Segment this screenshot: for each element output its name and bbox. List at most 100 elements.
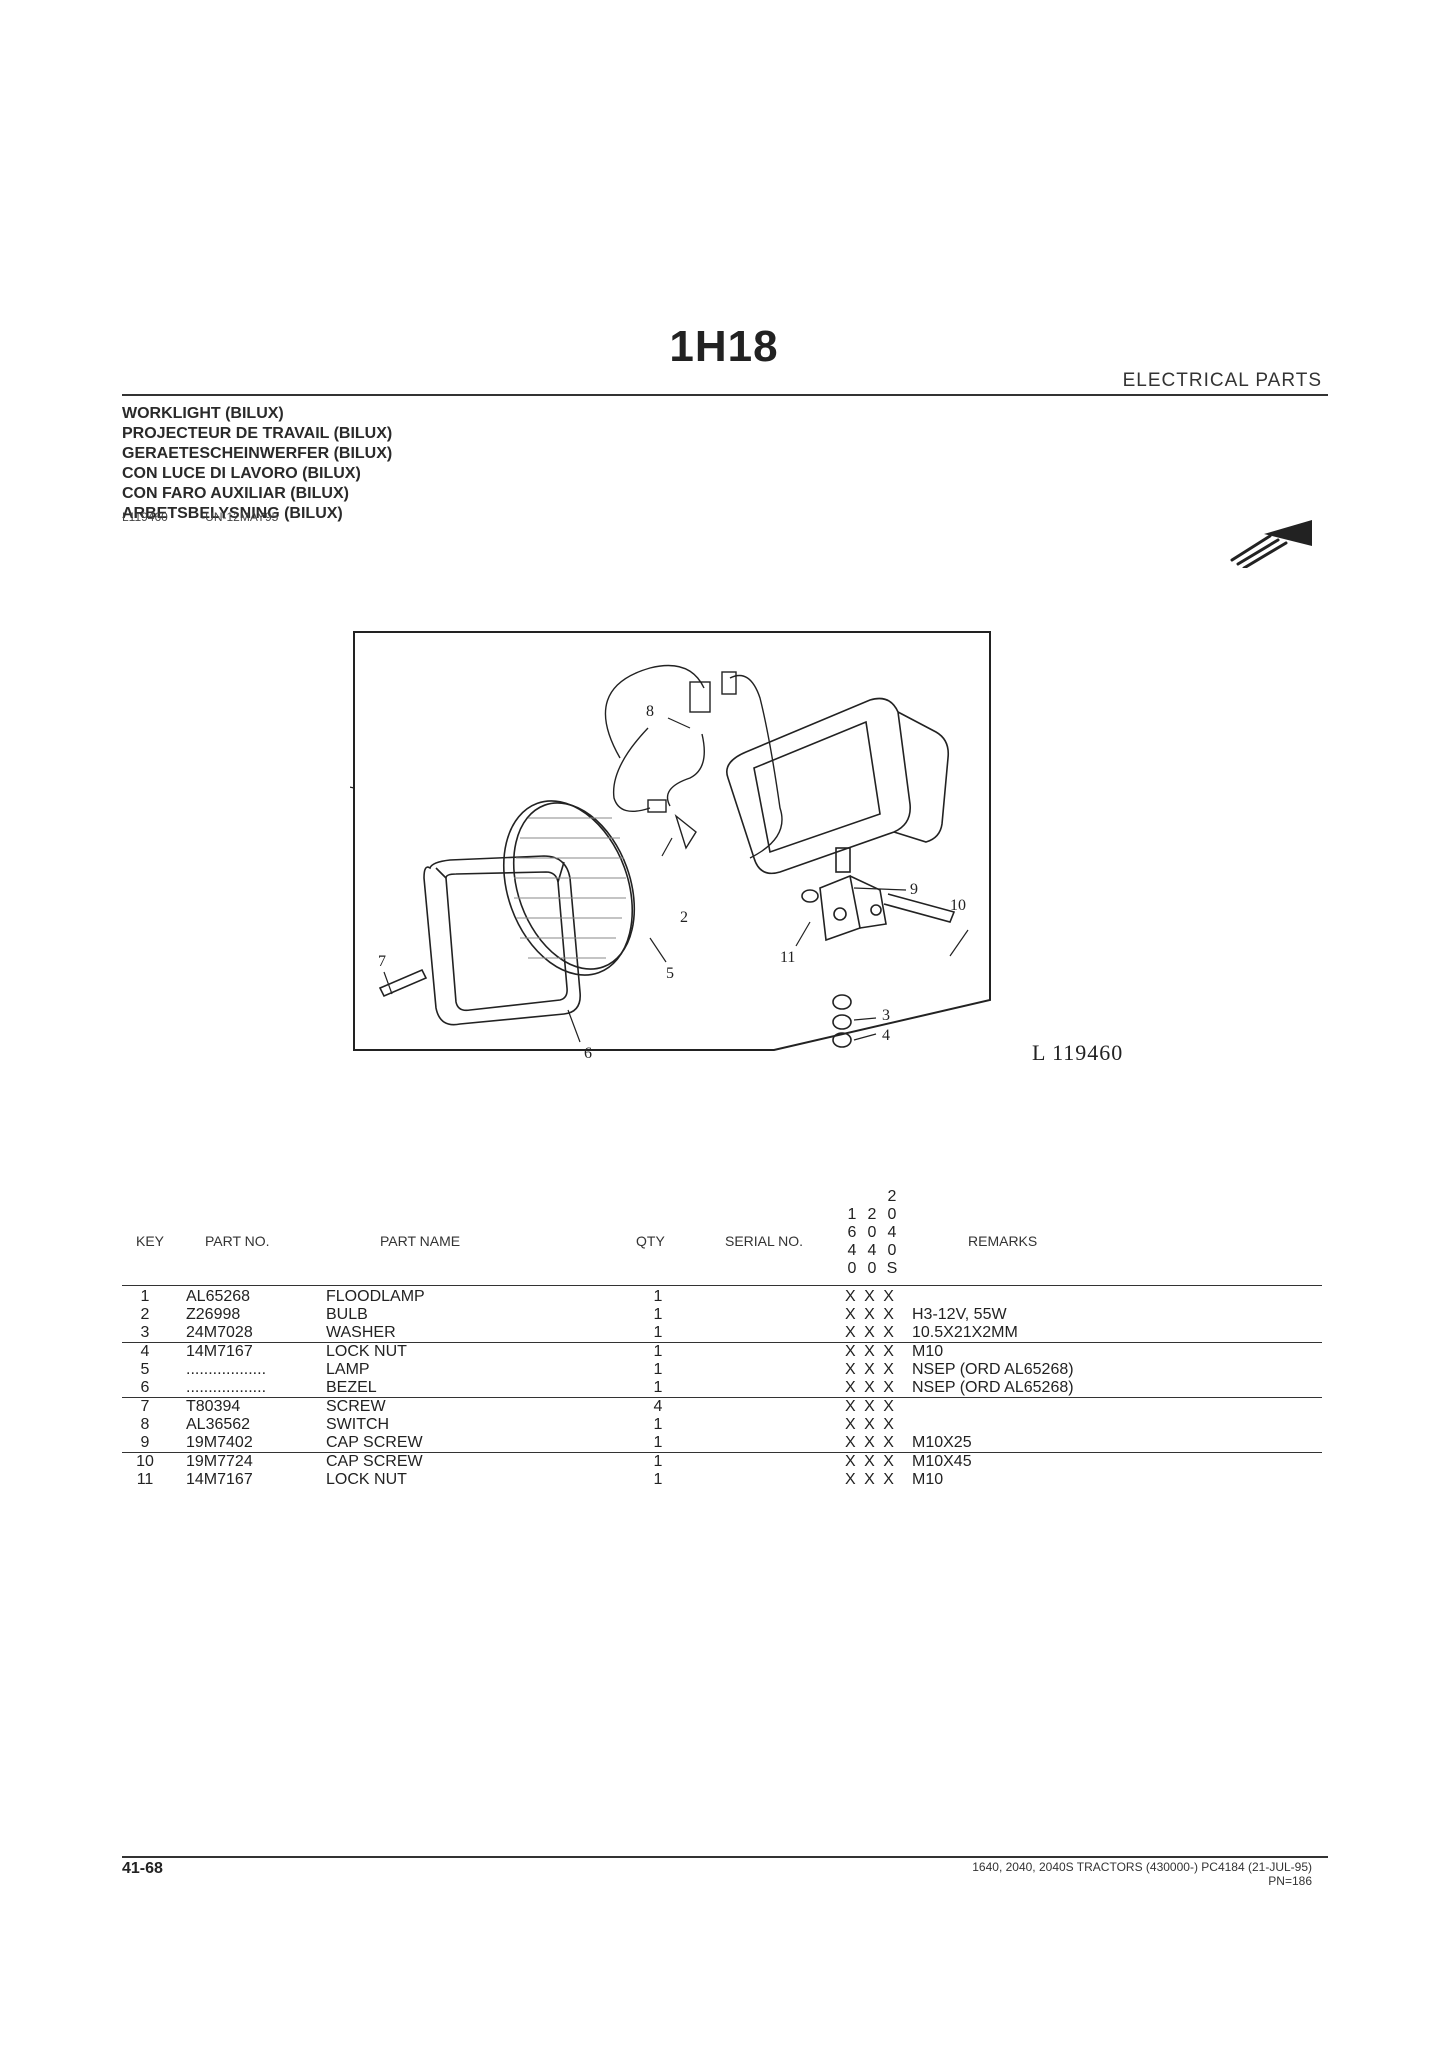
callout-3: 3 (882, 1007, 890, 1024)
row-part-name: CAP SCREW (326, 1453, 423, 1470)
group-rule (122, 1342, 1322, 1343)
callout-7: 7 (378, 953, 386, 970)
row-qty: 1 (653, 1379, 663, 1396)
table-row: 6 .................. BEZEL 1 X X X NSEP … (0, 1379, 1448, 1397)
direction-arrow-icon (1230, 520, 1312, 568)
bezel-part (423, 855, 581, 1026)
title-line-it: CON LUCE DI LAVORO (BILUX) (122, 465, 361, 482)
group-rule (122, 1397, 1322, 1398)
serial-col-a-4: 0 (847, 1260, 857, 1277)
row-serial-marks: X X X (845, 1416, 896, 1433)
row-remarks: M10X45 (912, 1453, 972, 1470)
row-part-no: AL65268 (186, 1288, 251, 1305)
row-key: 7 (140, 1398, 150, 1415)
row-key: 10 (136, 1453, 154, 1470)
row-qty: 1 (653, 1416, 663, 1433)
row-part-name: FLOODLAMP (326, 1288, 425, 1305)
row-qty: 4 (653, 1398, 663, 1415)
row-key: 4 (140, 1343, 150, 1360)
row-key: 1 (140, 1288, 150, 1305)
col-header-serial-no: SERIAL NO. (725, 1233, 804, 1249)
lamp-lens-part (502, 800, 636, 976)
serial-col-c-4: 0 (887, 1242, 897, 1259)
row-remarks: M10 (912, 1343, 944, 1360)
serial-col-c-1: 2 (887, 1188, 897, 1205)
serial-col-c-2: 0 (887, 1206, 897, 1223)
row-part-name: SWITCH (326, 1416, 390, 1433)
exploded-illustration: 1 2 3 4 5 6 7 8 9 10 11 (350, 631, 991, 1062)
title-block: WORKLIGHT (BILUX) PROJECTEUR DE TRAVAIL … (122, 404, 392, 524)
row-part-name: LAMP (326, 1361, 370, 1378)
group-rule (122, 1452, 1322, 1453)
table-row: 11 14M7167 LOCK NUT 1 X X X M10 (0, 1471, 1448, 1489)
title-line-de: GERAETESCHEINWERFER (BILUX) (122, 445, 393, 462)
header-rule (122, 394, 1328, 396)
title-line-sv: ARBETSBELYSNING (BILUX) (122, 505, 343, 522)
serial-col-a-3: 4 (847, 1242, 857, 1259)
callout-5: 5 (666, 965, 674, 982)
row-serial-marks: X X X (845, 1453, 896, 1470)
reference-illustration-id: L119460 (122, 510, 168, 524)
title-line-es: CON FARO AUXILIAR (BILUX) (122, 485, 349, 502)
row-serial-marks: X X X (845, 1398, 896, 1415)
row-part-no: AL36562 (186, 1416, 251, 1433)
row-part-no: .................. (186, 1379, 267, 1396)
row-qty: 1 (653, 1434, 663, 1451)
col-header-part-name: PART NAME (380, 1233, 461, 1249)
row-part-no: 24M7028 (186, 1324, 253, 1341)
row-key: 8 (140, 1416, 150, 1433)
serial-col-c-3: 4 (887, 1224, 897, 1241)
table-row: 9 19M7402 CAP SCREW 1 X X X M10X25 (0, 1434, 1448, 1452)
section-title: ELECTRICAL PARTS (1122, 370, 1322, 391)
row-serial-marks: X X X (845, 1361, 896, 1378)
row-part-name: SCREW (326, 1398, 386, 1415)
page-code: 1H18 (669, 322, 779, 371)
row-serial-marks: X X X (845, 1288, 896, 1305)
row-part-no: 14M7167 (186, 1471, 253, 1488)
table-row: 7 T80394 SCREW 4 X X X (0, 1398, 1448, 1416)
table-row: 8 AL36562 SWITCH 1 X X X (0, 1416, 1448, 1434)
title-line-en: WORKLIGHT (BILUX) (122, 405, 284, 422)
title-line-fr: PROJECTEUR DE TRAVAIL (BILUX) (122, 425, 393, 442)
table-row: 2 Z26998 BULB 1 X X X H3-12V, 55W (0, 1306, 1448, 1324)
illustration-reference: L 119460 (1032, 1040, 1124, 1065)
row-serial-marks: X X X (845, 1471, 896, 1488)
row-qty: 1 (653, 1471, 663, 1488)
col-header-remarks: REMARKS (968, 1233, 1038, 1249)
row-part-name: CAP SCREW (326, 1434, 423, 1451)
serial-col-c-5: S (886, 1260, 898, 1277)
row-part-name: LOCK NUT (326, 1471, 407, 1488)
row-part-no: .................. (186, 1361, 267, 1378)
row-part-no: 19M7724 (186, 1453, 253, 1470)
row-qty: 1 (653, 1288, 663, 1305)
callout-9: 9 (910, 881, 918, 898)
callout-6: 6 (584, 1045, 592, 1062)
row-qty: 1 (653, 1343, 663, 1360)
footer-page-number: 41-68 (122, 1860, 163, 1877)
serial-col-b-4: 0 (867, 1260, 877, 1277)
row-part-name: BEZEL (326, 1379, 377, 1396)
row-key: 9 (140, 1434, 150, 1451)
row-key: 11 (136, 1471, 154, 1488)
footer-model-info: 1640, 2040, 2040S TRACTORS (430000-) PC4… (972, 1860, 1312, 1888)
callout-2: 2 (680, 909, 688, 926)
callout-8: 8 (646, 703, 654, 720)
row-qty: 1 (653, 1361, 663, 1378)
row-serial-marks: X X X (845, 1434, 896, 1451)
row-remarks: M10 (912, 1471, 944, 1488)
callout-4: 4 (882, 1027, 890, 1044)
row-qty: 1 (653, 1306, 663, 1323)
table-row: 10 19M7724 CAP SCREW 1 X X X M10X45 (0, 1453, 1448, 1471)
reference-code: -UN-12MAY95 (201, 510, 279, 524)
table-row: 3 24M7028 WASHER 1 X X X 10.5X21X2MM (0, 1324, 1448, 1342)
table-row: 1 AL65268 FLOODLAMP 1 X X X (0, 1288, 1448, 1306)
table-row: 4 14M7167 LOCK NUT 1 X X X M10 (0, 1343, 1448, 1361)
row-remarks: NSEP (ORD AL65268) (912, 1379, 1074, 1396)
col-header-qty: QTY (636, 1233, 665, 1249)
row-qty: 1 (653, 1324, 663, 1341)
wire-harness (604, 664, 783, 859)
reference-line: L119460 -UN-12MAY95 (122, 510, 278, 524)
serial-col-b-2: 0 (867, 1224, 877, 1241)
row-part-no: 19M7402 (186, 1434, 253, 1451)
row-part-name: BULB (326, 1306, 368, 1323)
